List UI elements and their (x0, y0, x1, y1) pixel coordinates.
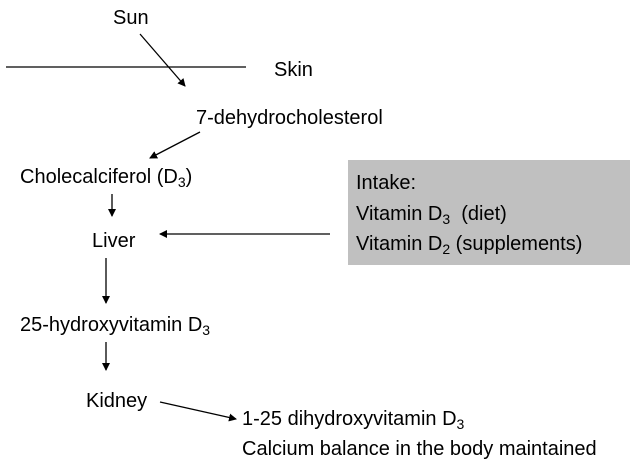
cholecalciferol-label: Cholecalciferol (D3) (20, 166, 193, 190)
calcium-balance-label: Calcium balance in the body maintained (242, 438, 597, 460)
skin-label: Skin (274, 59, 313, 81)
sun-label: Sun (113, 7, 149, 29)
intake-vitamin-d3: Vitamin D3 (diet) (356, 203, 507, 227)
intake-vitamin-d2: Vitamin D2 (supplements) (356, 233, 583, 257)
liver-label: Liver (92, 230, 136, 252)
sun-to-dehydrocholesterol-arrow (139, 33, 186, 87)
dehydrocholesterol-to-cholecalciferol-arrow (149, 131, 201, 159)
dehydrocholesterol-label: 7-dehydrocholesterol (196, 107, 383, 129)
kidney-to-dihydroxyvitamin-arrow (159, 401, 237, 422)
dihydroxyvitamin-d3-label: 1-25 dihydroxyvitamin D3 (242, 408, 465, 432)
intake-heading: Intake: (356, 172, 417, 194)
kidney-label: Kidney (86, 390, 148, 412)
hydroxyvitamin-d3-label: 25-hydroxyvitamin D3 (20, 314, 211, 338)
intake-box: Intake: Vitamin D3 (diet) Vitamin D2 (su… (348, 160, 630, 265)
